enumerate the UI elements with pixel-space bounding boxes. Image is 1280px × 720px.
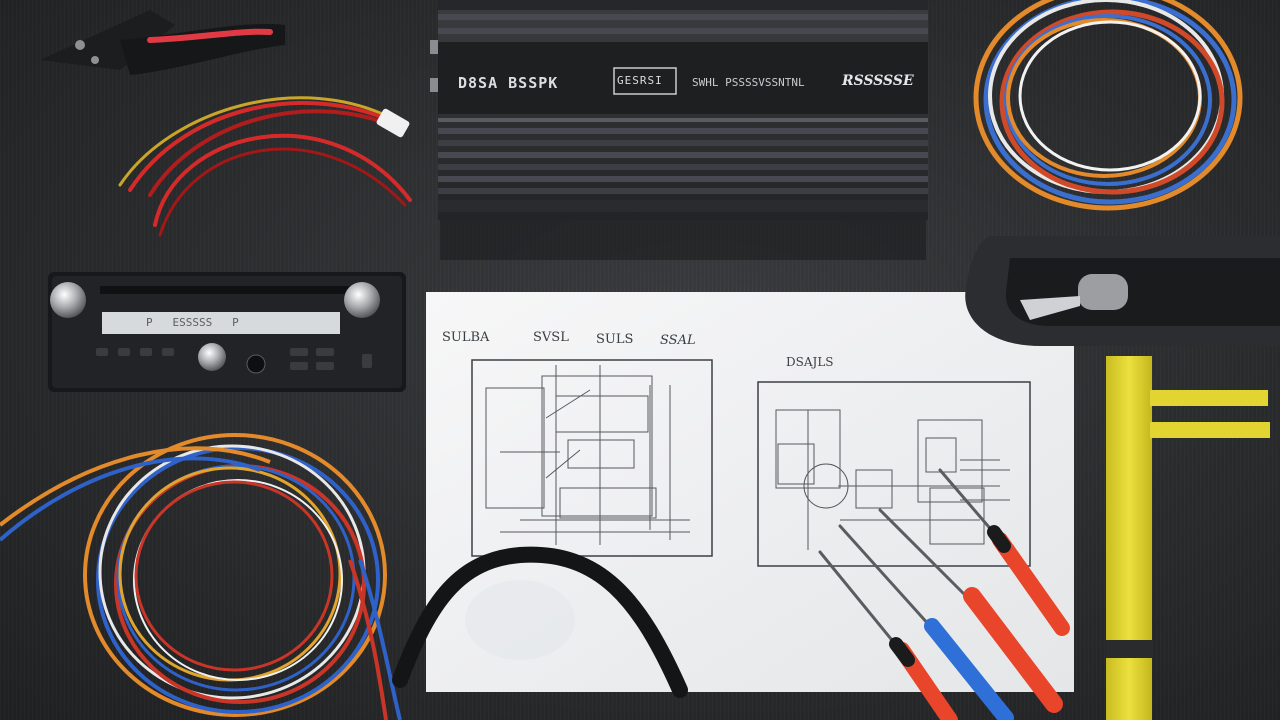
pliers xyxy=(40,10,285,75)
amplifier-model: GESRSI xyxy=(617,74,663,87)
amplifier-brand: D8SA BSSPK xyxy=(458,74,559,92)
loose-wires xyxy=(118,96,412,237)
yellow-tool xyxy=(1106,356,1270,720)
head-unit-display: P ESSSSS P xyxy=(146,316,239,329)
schematic-header-4: SSAL xyxy=(660,333,696,348)
amplifier-tagline: RSSSSSE xyxy=(842,73,914,89)
schematic-header-2: SVSL xyxy=(533,330,569,345)
schematic-paper xyxy=(392,292,1074,698)
head-unit xyxy=(48,272,406,392)
amplifier-series: SWHL PSSSSVSSNTNL xyxy=(692,76,805,89)
wire-coil-bottom xyxy=(0,433,402,720)
schematic-header-3: SULS xyxy=(596,332,634,347)
amplifier xyxy=(430,0,928,260)
handle-tool xyxy=(965,236,1280,346)
schematic-header-1: SULBA xyxy=(442,330,490,345)
schematic-right-title: DSAJLS xyxy=(786,355,834,369)
wire-coil-top xyxy=(973,0,1243,211)
screwdrivers xyxy=(818,468,1070,720)
